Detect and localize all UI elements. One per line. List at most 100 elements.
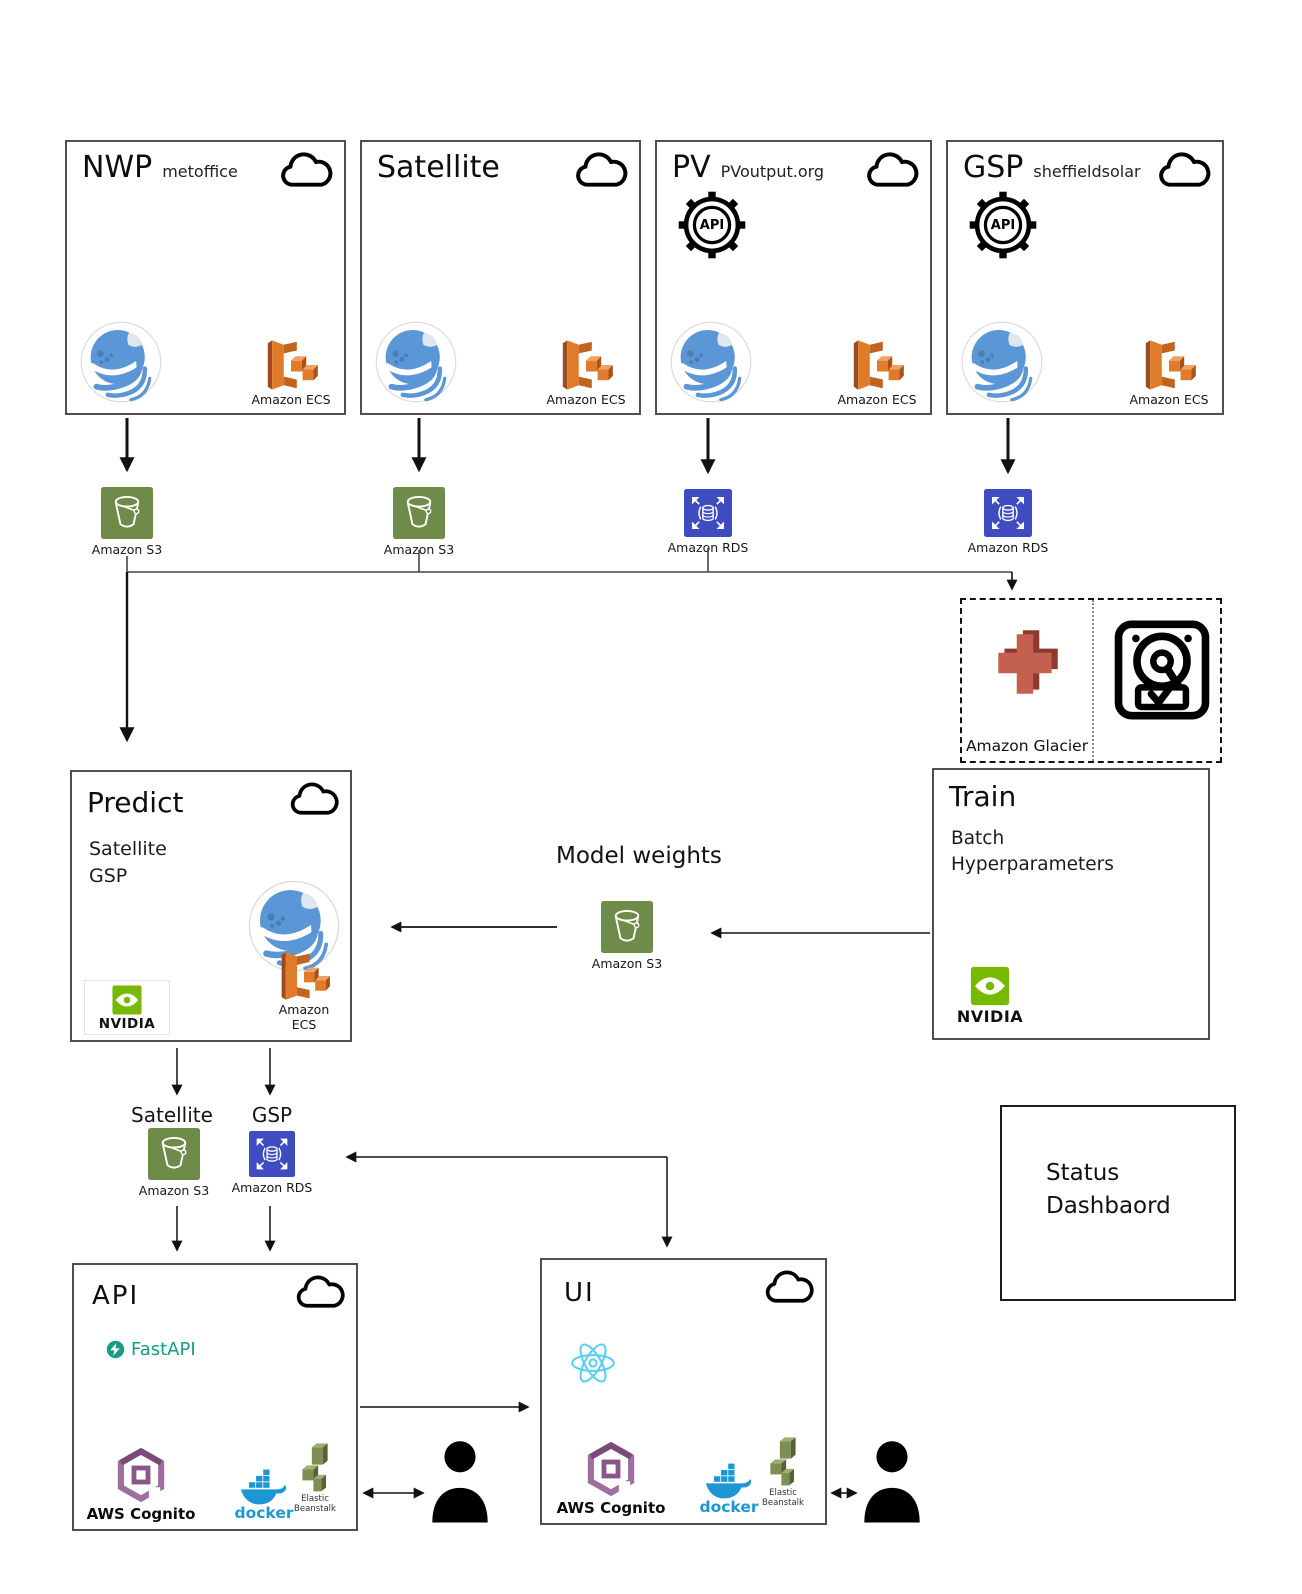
beanstalk-badge: Elastic Beanstalk <box>286 1441 344 1514</box>
nvidia-icon <box>969 965 1011 1007</box>
api-box: API FastAPI AWS Cognito docker Elastic B… <box>72 1263 358 1531</box>
predict-inputs: Satellite GSP <box>89 836 167 890</box>
cloud-icon <box>574 151 628 189</box>
satellite-title: Satellite <box>377 150 500 185</box>
rds-store-gsp: Amazon RDS <box>953 489 1063 555</box>
api-gear-label: API <box>990 217 1016 233</box>
amazon-ecs-icon <box>848 336 906 394</box>
amazon-rds-icon <box>984 489 1032 537</box>
api-gear-icon: API <box>675 188 749 262</box>
docker-badge: docker <box>232 1468 296 1522</box>
output-satellite-store: Amazon S3 <box>119 1128 229 1198</box>
train-batch: Batch <box>951 828 1005 849</box>
beanstalk-badge: Elastic Beanstalk <box>754 1435 812 1508</box>
hard-disk-icon <box>1112 618 1212 722</box>
rds-label: Amazon RDS <box>967 540 1049 555</box>
cognito-label: AWS Cognito <box>556 1499 666 1517</box>
fastapi-icon <box>106 1340 125 1359</box>
api-title: API <box>92 1281 140 1311</box>
amazon-ecs-icon <box>262 336 320 394</box>
nvidia-badge: NVIDIA <box>950 965 1030 1026</box>
source-box-pv: PV PVoutput.org API Amazon ECS <box>655 140 932 415</box>
gsp-title: GSP <box>963 150 1024 185</box>
amazon-rds-icon <box>684 489 732 537</box>
fastapi-badge: FastAPI <box>106 1339 196 1360</box>
model-weights-store: Amazon S3 <box>572 901 682 971</box>
react-icon <box>568 1340 618 1386</box>
nvidia-badge: NVIDIA <box>84 980 170 1035</box>
cognito-badge: AWS Cognito <box>550 1441 672 1517</box>
wave-flow-icon <box>670 321 752 403</box>
fastapi-label: FastAPI <box>131 1339 196 1360</box>
ecs-label: Amazon ECS <box>837 392 917 407</box>
amazon-ecs-icon <box>1140 336 1198 394</box>
cloud-icon <box>279 151 333 189</box>
gsp-subtitle: sheffieldsolar <box>1033 162 1141 181</box>
aws-cognito-icon <box>582 1441 640 1497</box>
nvidia-label: NVIDIA <box>98 1016 156 1032</box>
train-title: Train <box>949 780 1017 813</box>
ecs-service: Amazon ECS <box>1126 336 1212 407</box>
ecs-service: Amazon ECS <box>834 336 920 407</box>
model-weights-title: Model weights <box>556 843 722 869</box>
aws-cognito-icon <box>112 1447 170 1503</box>
cloud-icon <box>1157 151 1211 189</box>
ecs-label: Amazon ECS <box>546 392 626 407</box>
beanstalk-label: Elastic Beanstalk <box>762 1488 804 1508</box>
pv-title: PV <box>672 150 711 185</box>
status-dashboard-box: Status Dashbaord <box>1000 1105 1236 1301</box>
nwp-subtitle: metoffice <box>162 162 238 181</box>
amazon-s3-icon <box>101 487 153 539</box>
docker-label: docker <box>699 1498 759 1516</box>
docker-label: docker <box>234 1504 294 1522</box>
cloud-icon <box>865 151 919 189</box>
train-params: Batch Hyperparameters <box>951 826 1114 878</box>
ecs-service: Amazon ECS <box>543 336 629 407</box>
output-gsp-store: Amazon RDS <box>217 1131 327 1195</box>
ui-title: UI <box>564 1278 595 1308</box>
ecs-service: Amazon ECS <box>266 948 342 1032</box>
wave-flow-icon <box>375 321 457 403</box>
cognito-badge: AWS Cognito <box>80 1447 202 1523</box>
ecs-label: Amazon ECS <box>1129 392 1209 407</box>
disk-cell <box>1092 600 1220 761</box>
amazon-ecs-icon <box>276 948 332 1004</box>
ecs-service: Amazon ECS <box>248 336 334 407</box>
rds-label: Amazon RDS <box>231 1180 313 1195</box>
amazon-glacier-icon <box>986 622 1068 704</box>
nvidia-icon <box>111 984 143 1016</box>
predict-input-satellite: Satellite <box>89 838 167 860</box>
predict-input-gsp: GSP <box>89 865 128 887</box>
status-line1: Status <box>1046 1160 1120 1186</box>
status-line2: Dashbaord <box>1046 1193 1171 1219</box>
s3-label: Amazon S3 <box>383 542 455 557</box>
s3-label: Amazon S3 <box>91 542 163 557</box>
glacier-label: Amazon Glacier <box>965 737 1089 755</box>
archive-box: Amazon Glacier <box>960 598 1222 763</box>
cloud-icon <box>289 781 339 817</box>
glacier-cell: Amazon Glacier <box>962 600 1092 761</box>
rds-label: Amazon RDS <box>667 540 749 555</box>
predict-title: Predict <box>87 786 184 819</box>
output-satellite-label: Satellite <box>131 1103 213 1127</box>
docker-badge: docker <box>697 1462 761 1516</box>
s3-store-satellite: Amazon S3 <box>364 487 474 557</box>
s3-store-nwp: Amazon S3 <box>72 487 182 557</box>
rds-store-pv: Amazon RDS <box>653 489 763 555</box>
cloud-icon <box>295 1274 345 1310</box>
ui-user-person-icon <box>862 1438 922 1524</box>
nvidia-label: NVIDIA <box>956 1007 1024 1026</box>
wave-flow-icon <box>80 321 162 403</box>
beanstalk-label: Elastic Beanstalk <box>294 1494 336 1514</box>
output-gsp-label: GSP <box>251 1103 293 1127</box>
amazon-s3-icon <box>601 901 653 953</box>
elastic-beanstalk-icon <box>296 1441 334 1493</box>
elastic-beanstalk-icon <box>764 1435 802 1487</box>
pv-subtitle: PVoutput.org <box>720 162 825 181</box>
ui-box: UI AWS Cognito docker Elastic Beanstalk <box>540 1258 827 1525</box>
wave-flow-icon <box>961 321 1043 403</box>
s3-label: Amazon S3 <box>138 1183 210 1198</box>
train-hyperparameters: Hyperparameters <box>951 854 1114 875</box>
